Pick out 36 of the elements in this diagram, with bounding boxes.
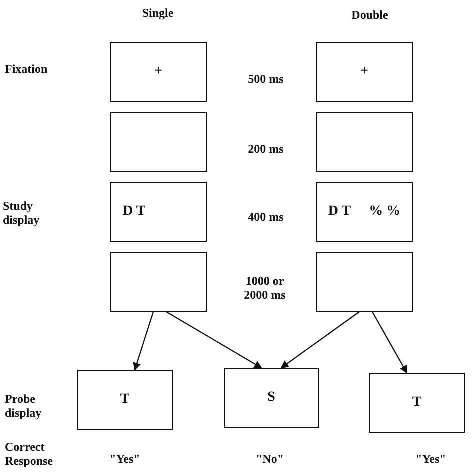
stimulus-text: S [268, 390, 276, 406]
stimulus-text: % % [369, 204, 401, 220]
stimulus-text: + [154, 64, 162, 80]
row-label: Study display [3, 199, 41, 227]
blank-screen-box [316, 252, 413, 312]
display-box [316, 182, 413, 242]
arrow [280, 312, 360, 369]
arrow [133, 312, 154, 371]
display-box [77, 370, 173, 430]
display-box [369, 373, 465, 433]
duration-label: 500 ms [247, 72, 285, 86]
response-label: "Yes" [108, 452, 142, 466]
stimulus-text: D T [328, 204, 352, 220]
response-label: "Yes" [414, 452, 448, 466]
duration-label: 400 ms [247, 210, 285, 224]
row-label: Probe display [5, 392, 43, 420]
stimulus-text: T [120, 392, 130, 408]
duration-label: 1000 or 2000 ms [243, 274, 287, 302]
stimulus-text: D T [123, 204, 146, 220]
stimulus-text: T [412, 395, 422, 411]
arrow [372, 312, 408, 374]
blank-screen-box [316, 112, 413, 172]
column-heading: Single [141, 6, 175, 20]
row-label: Correct Response [5, 440, 54, 468]
display-box [316, 42, 413, 102]
blank-screen-box [110, 252, 207, 312]
column-heading: Double [350, 8, 390, 22]
display-box [110, 182, 207, 242]
duration-label: 200 ms [247, 142, 285, 156]
arrow [166, 311, 262, 369]
display-box [110, 42, 207, 102]
display-box [224, 368, 319, 428]
response-label: "No" [255, 452, 285, 466]
row-label: Fixation [5, 62, 49, 76]
blank-screen-box [110, 112, 207, 172]
stimulus-text: + [360, 64, 368, 80]
